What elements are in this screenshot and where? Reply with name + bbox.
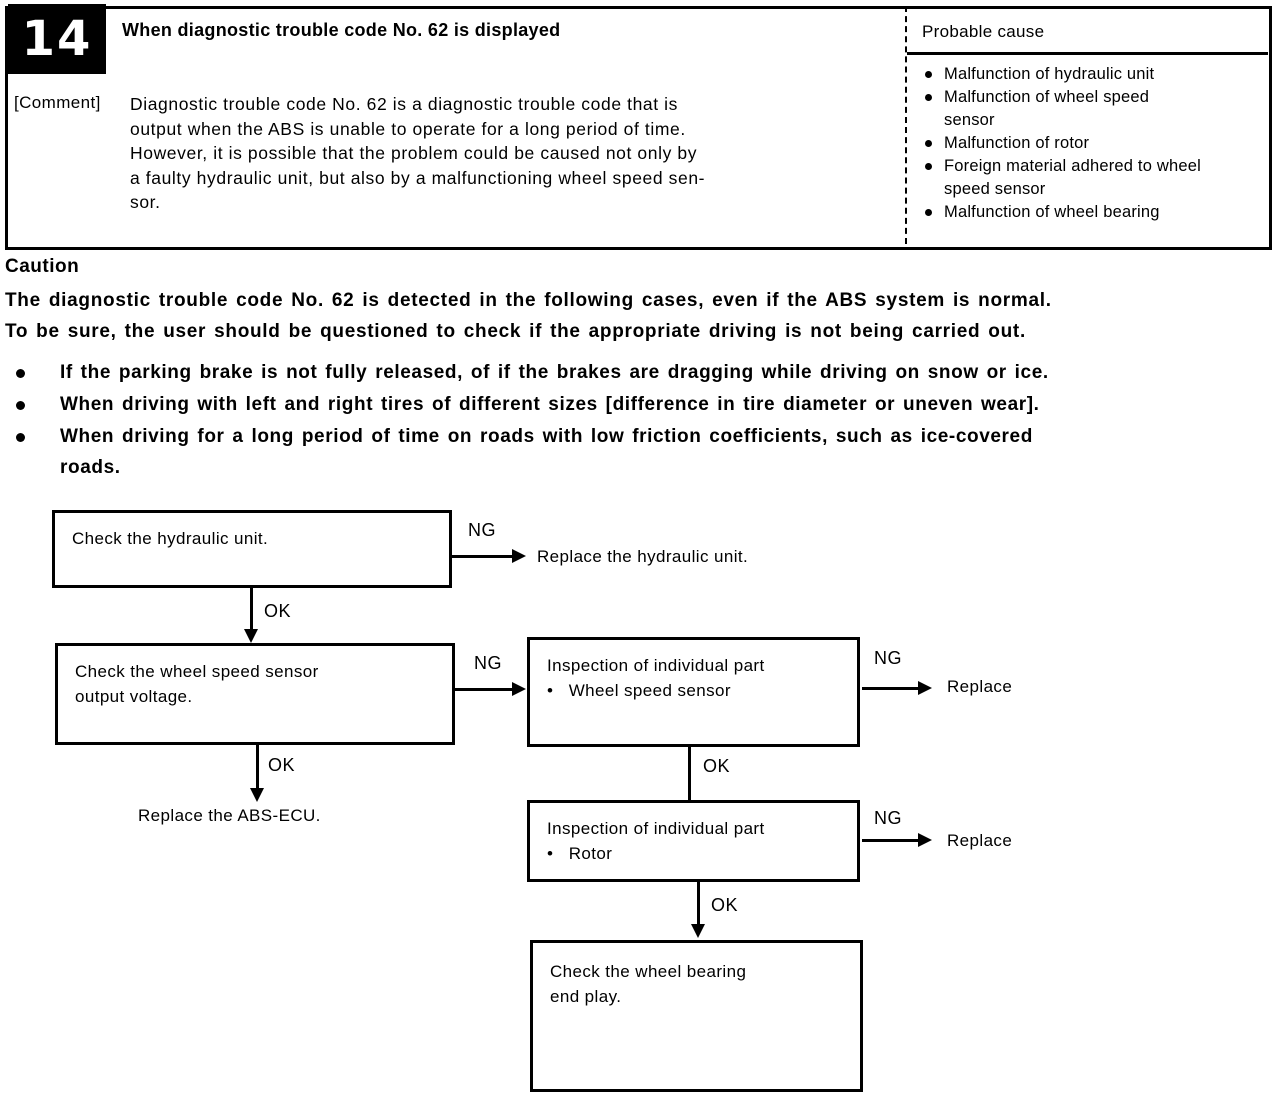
probable-cause-text: Malfunction of wheel speed sensor (944, 88, 1150, 129)
flowchart-box-text: Inspection of individual part (547, 656, 765, 675)
bullet-icon (925, 71, 932, 78)
probable-cause-underline (907, 52, 1268, 55)
probable-cause-text: Malfunction of rotor (944, 134, 1090, 152)
comment-line: However, it is possible that the problem… (130, 143, 698, 163)
list-item: Malfunction of wheel bearing (920, 201, 1204, 224)
flowchart-box-text: Check the wheel bearing (550, 962, 747, 981)
ok-label: OK (264, 601, 292, 621)
arrow-right-icon (512, 549, 526, 563)
comment-line: output when the ABS is unable to operate… (130, 118, 686, 139)
comment-line: sor. (130, 192, 161, 212)
caution-bullet-text: roads. (60, 457, 121, 478)
probable-cause-text: Malfunction of wheel bearing (944, 203, 1160, 221)
arrow-right-icon (512, 682, 526, 696)
ng-label: NG (474, 653, 502, 673)
probable-cause-text: Foreign material adhered to wheel speed … (944, 157, 1201, 198)
caution-bullet-text: If the parking brake is not fully releas… (60, 362, 1049, 383)
flowchart-box-check-wheel-speed-sensor: Check the wheel speed sensor output volt… (55, 643, 455, 745)
arrow-down-icon (250, 788, 264, 802)
caution-heading: Caution (5, 256, 80, 277)
connector-line (697, 882, 700, 927)
ng-label: NG (468, 520, 496, 540)
list-item: Malfunction of wheel speed sensor (920, 86, 1204, 132)
list-item: Malfunction of hydraulic unit (920, 63, 1204, 86)
list-item: Malfunction of rotor (920, 132, 1204, 155)
result-replace-rotor: Replace (947, 831, 1013, 850)
result-replace-abs-ecu: Replace the ABS-ECU. (138, 806, 321, 825)
result-replace-hydraulic-unit: Replace the hydraulic unit. (537, 547, 749, 566)
flowchart-box-text: Check the wheel speed sensor (75, 662, 319, 681)
ng-label: NG (874, 648, 902, 668)
comment-line: a faulty hydraulic unit, but also by a m… (130, 167, 706, 188)
header-table-border (5, 6, 1272, 250)
connector-line (250, 588, 253, 632)
bullet-icon (925, 94, 932, 101)
flowchart-box-inspection-wheel-speed-sensor: Inspection of individual part • Wheel sp… (527, 637, 860, 747)
ng-label: NG (874, 808, 902, 828)
arrow-right-icon (918, 833, 932, 847)
bullet-icon (16, 433, 25, 442)
section-number-badge: 14 (8, 4, 106, 74)
list-item: Foreign material adhered to wheel speed … (920, 155, 1204, 201)
caution-bullet-text: When driving for a long period of time o… (60, 426, 1033, 447)
connector-line (862, 687, 920, 690)
connector-line (455, 688, 515, 691)
flowchart-box-check-wheel-bearing: Check the wheel bearing end play. (530, 940, 863, 1092)
bullet-icon (925, 163, 932, 170)
probable-cause-text: Malfunction of hydraulic unit (944, 65, 1155, 83)
bullet-icon (925, 140, 932, 147)
comment-text: Diagnostic trouble code No. 62 is a diag… (130, 92, 900, 215)
result-replace-wheel-speed-sensor: Replace (947, 677, 1013, 696)
connector-line (688, 747, 691, 800)
bullet-icon (16, 401, 25, 410)
caution-bullet-text: When driving with left and right tires o… (60, 394, 1040, 415)
flowchart-box-text: • Rotor (547, 844, 613, 863)
flowchart-box-text: Check the hydraulic unit. (72, 529, 269, 548)
probable-cause-list: Malfunction of hydraulic unit Malfunctio… (920, 63, 1201, 224)
connector-line (452, 555, 514, 558)
flowchart-box-text: • Wheel speed sensor (547, 681, 731, 700)
arrow-down-icon (244, 629, 258, 643)
flowchart-box-text: end play. (550, 987, 622, 1006)
comment-line: Diagnostic trouble code No. 62 is a diag… (130, 94, 678, 114)
probable-cause-label: Probable cause (922, 22, 1045, 41)
connector-line (862, 839, 920, 842)
flowchart-box-text: output voltage. (75, 687, 193, 706)
ok-label: OK (711, 895, 739, 915)
caution-line: The diagnostic trouble code No. 62 is de… (5, 290, 1052, 311)
caution-line: To be sure, the user should be questione… (5, 321, 1026, 342)
flowchart-box-inspection-rotor: Inspection of individual part • Rotor (527, 800, 860, 882)
comment-label: [Comment] (14, 93, 101, 112)
ok-label: OK (268, 755, 296, 775)
probable-cause-separator (905, 6, 907, 244)
flowchart-box-check-hydraulic-unit: Check the hydraulic unit. (52, 510, 452, 588)
flowchart-box-text: Inspection of individual part (547, 819, 765, 838)
arrow-right-icon (918, 681, 932, 695)
bullet-icon (925, 209, 932, 216)
arrow-down-icon (691, 924, 705, 938)
bullet-icon (16, 369, 25, 378)
page-title: When diagnostic trouble code No. 62 is d… (122, 20, 561, 40)
ok-label: OK (703, 756, 731, 776)
connector-line (256, 745, 259, 791)
